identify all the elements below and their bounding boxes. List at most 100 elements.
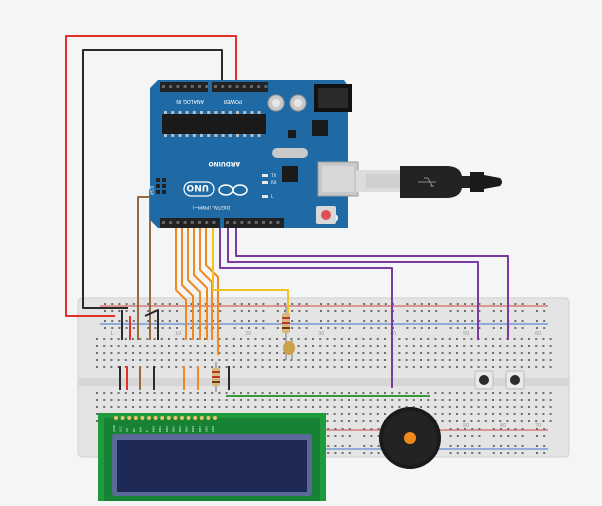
resistor-led[interactable] [282,306,290,340]
lcd-pin-label: GND [112,424,116,432]
breadboard-hole [456,338,458,340]
breadboard-hole [111,320,114,322]
breadboard-hole [341,428,344,430]
led[interactable] [283,340,295,360]
breadboard-hole [355,345,358,347]
breadboard-hole [549,392,552,394]
wires[interactable] [65,35,509,397]
breadboard-hole [369,338,372,340]
breadboard-hole [413,320,416,322]
header-pin [198,85,201,88]
led-label-l: L [271,194,274,199]
breadboard-hole [160,338,163,340]
breadboard-hole [103,345,106,347]
breadboard-hole [304,392,307,394]
breadboard-hole [218,352,221,354]
breadboard-hole [125,310,128,312]
piezo-buzzer[interactable] [379,407,441,469]
breadboard-hole [305,310,308,312]
breadboard-hole [161,320,164,322]
breadboard-hole [319,338,322,340]
breadboard-hole [420,320,423,322]
breadboard-hole [146,392,149,394]
breadboard-hole [132,352,134,354]
breadboard-hole [528,366,530,368]
breadboard-hole [477,345,480,347]
breadboard-hole [312,338,314,340]
breadboard-hole [117,352,120,354]
breadboard-hole [340,338,343,340]
breadboard-hole [478,320,481,322]
breadboard-hole [319,406,322,408]
breadboard-hole [304,338,307,340]
breadboard-hole [96,359,98,361]
breadboard-hole [96,366,98,368]
breadboard-hole [513,413,516,415]
lcd-pin [173,416,178,420]
breadboard-hole [276,320,279,322]
lcd-pin [147,416,151,420]
breadboard-hole [441,399,444,401]
breadboard-hole [175,399,178,401]
breadboard-hole [117,399,120,401]
breadboard-hole [348,413,350,415]
resistor-lcd[interactable] [212,362,220,392]
breadboard-hole [247,399,250,401]
breadboard-hole [327,310,330,312]
breadboard-hole [283,366,286,368]
column-number-50: 50 [463,331,469,337]
breadboard-hole [284,303,286,305]
breadboard-hole [514,327,517,329]
breadboard-hole [298,320,301,322]
breadboard-hole [464,310,466,312]
arduino-board[interactable]: ANALOG IN POWER ARDUINO UNO DIGITAL (PWM… [149,80,359,228]
breadboard-hole [484,338,487,340]
breadboard-hole [124,366,127,368]
breadboard-hole [110,338,113,340]
breadboard-hole [240,327,243,329]
push-button-1[interactable] [474,370,494,390]
breadboard-hole [456,445,459,447]
breadboard-hole [456,435,459,437]
breadboard-hole [154,327,157,329]
breadboard-hole [204,352,206,354]
breadboard-hole [521,303,524,305]
breadboard-hole [176,310,178,312]
breadboard-hole [139,352,142,354]
breadboard-hole [153,392,156,394]
breadboard-hole [283,392,286,394]
breadboard-hole [542,406,545,408]
breadboard-hole [363,452,366,454]
breadboard-hole [254,392,257,394]
breadboard-hole [232,345,235,347]
breadboard-hole [139,338,142,340]
breadboard-hole [441,352,444,354]
power-label: POWER [223,98,242,104]
breadboard-hole [549,338,552,340]
breadboard-hole [384,413,386,415]
breadboard-hole [139,392,142,394]
breadboard-hole [506,392,509,394]
push-button-2[interactable] [505,370,525,390]
breadboard-hole [247,406,250,408]
breadboard-hole [463,352,466,354]
breadboard-hole [153,399,156,401]
breadboard-hole [262,310,265,312]
usb-cable[interactable] [356,166,502,198]
breadboard-hole [182,399,185,401]
breadboard-hole [441,406,444,408]
header-pin [176,221,180,224]
breadboard-hole [376,392,379,394]
breadboard-hole [362,359,365,361]
breadboard-hole [500,428,502,430]
breadboard-hole [154,303,157,305]
breadboard-hole [427,345,430,347]
breadboard-hole [514,445,517,447]
header-pin [240,221,244,224]
breadboard-hole [268,406,271,408]
breadboard-hole [117,392,120,394]
breadboard-hole [124,345,127,347]
